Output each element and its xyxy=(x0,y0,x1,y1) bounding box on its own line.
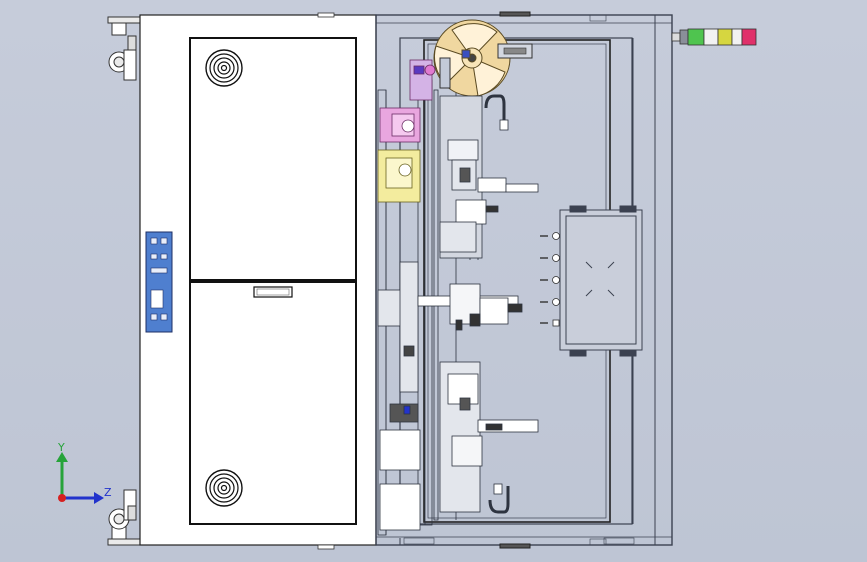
x-axis-origin xyxy=(58,494,66,502)
lower-door-panel xyxy=(189,281,357,525)
feeder-reel xyxy=(433,19,511,97)
white-light-2 xyxy=(731,28,743,46)
yellow-light xyxy=(717,28,733,46)
signal-tower xyxy=(671,28,757,46)
caster-bottom-left xyxy=(107,489,141,546)
green-light xyxy=(687,28,705,46)
left-cabinet xyxy=(107,12,377,550)
control-button-3[interactable] xyxy=(552,276,560,284)
io-connector-plate xyxy=(145,231,173,333)
control-button-1[interactable] xyxy=(552,232,560,240)
transparent-tray xyxy=(559,205,643,357)
control-button-2[interactable] xyxy=(552,254,560,262)
caster-top-left xyxy=(107,16,141,81)
control-button-column xyxy=(540,232,560,327)
middle-transfer-module xyxy=(377,261,523,393)
pink-gripper-assembly xyxy=(379,59,436,143)
z-axis-label: Z xyxy=(104,486,112,499)
upper-mechanism xyxy=(439,94,539,259)
control-button-4[interactable] xyxy=(552,298,560,306)
axis-triad: Y Z xyxy=(56,441,112,504)
upper-door-panel xyxy=(189,37,357,281)
white-light xyxy=(703,28,719,46)
control-button-5[interactable] xyxy=(552,319,560,327)
y-axis-label: Y xyxy=(57,441,65,454)
fan-grill-top xyxy=(205,49,243,87)
lower-mechanism xyxy=(379,361,539,531)
red-light xyxy=(741,28,757,46)
fan-grill-bottom xyxy=(205,469,243,507)
yellow-block-assembly xyxy=(377,149,421,203)
door-handle xyxy=(253,286,293,298)
